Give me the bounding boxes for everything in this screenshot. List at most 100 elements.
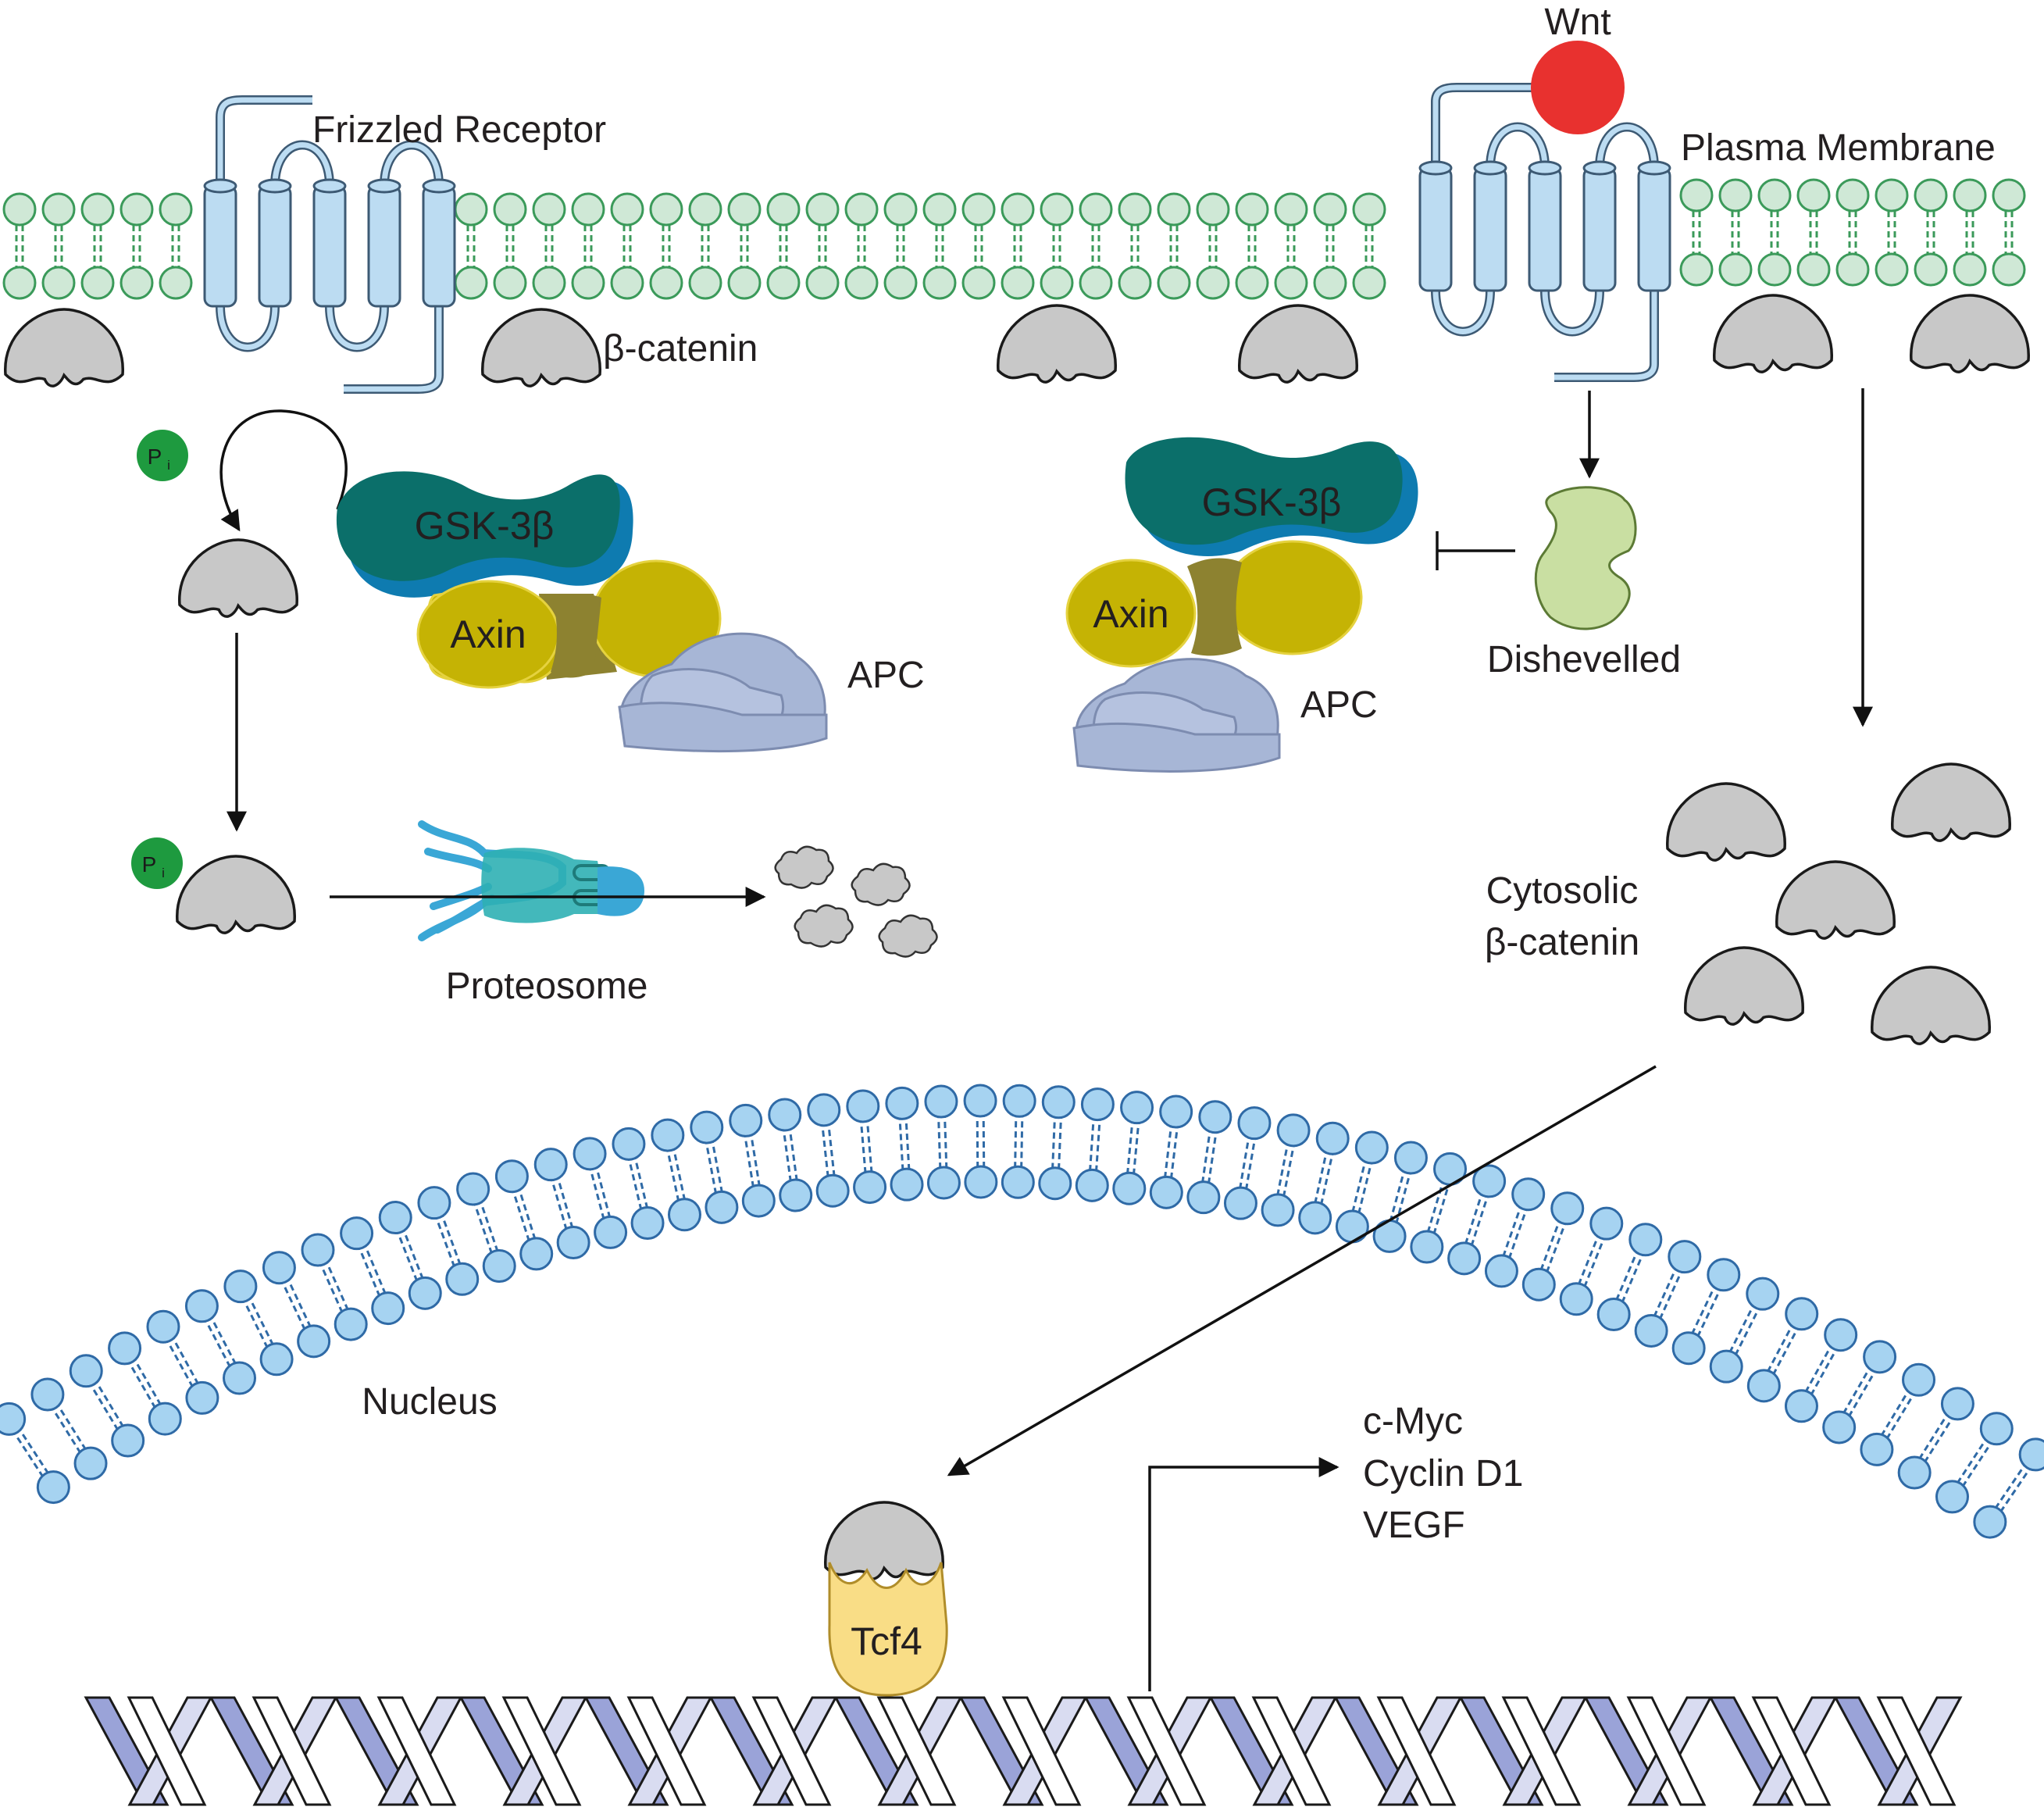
nuclear-lipid — [963, 1084, 998, 1199]
nuclear-lipid — [651, 1118, 701, 1232]
destruction-complex-right: GSK-3β Axin APC — [1065, 437, 1418, 773]
svg-text:i: i — [162, 866, 165, 880]
membrane-lipid — [961, 192, 996, 300]
nuclear-lipid — [846, 1089, 887, 1205]
membrane-lipid — [1040, 192, 1074, 300]
plasma-membrane-label: Plasma Membrane — [1681, 127, 1996, 169]
phosphate-bottom: P i — [131, 837, 183, 889]
nuclear-lipid — [1671, 1258, 1741, 1366]
nuclear-lipid — [223, 1269, 294, 1377]
nuclear-lipid — [456, 1172, 516, 1283]
nuclear-lipid — [807, 1093, 850, 1208]
membrane-lipid — [844, 192, 879, 300]
membrane-lipid — [571, 192, 605, 300]
membrane-lipid — [1679, 178, 1714, 287]
nuclear-lipid — [690, 1110, 739, 1224]
beta-catenin — [1871, 966, 1991, 1045]
target-gene-2: Cyclin D1 — [1363, 1453, 1523, 1494]
beta-catenin — [178, 538, 298, 618]
beta-catenin — [481, 308, 601, 387]
nuclear-lipid — [924, 1084, 961, 1200]
membrane-lipid — [922, 192, 957, 300]
frizzled-receptor — [203, 95, 456, 394]
phosphorylation-arc — [219, 409, 348, 532]
membrane-lipid — [610, 192, 644, 300]
nuclear-lipid — [0, 1402, 70, 1505]
dishevelled-label: Dishevelled — [1487, 639, 1681, 680]
tcf4-label: Tcf4 — [851, 1619, 922, 1663]
membrane-lipid — [1001, 192, 1035, 300]
beta-catenin — [997, 304, 1117, 384]
membrane-lipid — [1196, 192, 1230, 300]
beta-catenin — [824, 1501, 944, 1580]
beta-catenin — [1891, 762, 2011, 842]
nuclear-lipid — [1973, 1437, 2044, 1539]
beta-catenin — [4, 308, 124, 387]
membrane-lipid — [805, 192, 840, 300]
membrane-lipid — [1235, 192, 1269, 300]
membrane-lipid — [1079, 192, 1113, 300]
beta-catenin — [1684, 946, 1804, 1026]
beta-catenin — [1713, 294, 1833, 373]
dna-strand-white — [1626, 1696, 1707, 1806]
target-gene-3: VEGF — [1363, 1505, 1465, 1546]
nuclear-lipid — [30, 1377, 108, 1480]
nuclear-lipid — [1112, 1091, 1154, 1205]
svg-text:P: P — [148, 445, 162, 469]
nuclear-lipid — [378, 1201, 442, 1310]
dna-strand-white — [1501, 1696, 1582, 1806]
destruction-complex-left: GSK-3β Axin APC — [336, 471, 925, 753]
membrane-lipid — [1953, 178, 1987, 287]
frizzled-receptor — [1418, 83, 1671, 382]
dishevelled-shape — [1534, 486, 1637, 630]
nuclear-lipid — [1784, 1318, 1858, 1423]
nuclear-lipid — [1149, 1094, 1193, 1209]
gsk3b-left-label: GSK-3β — [415, 504, 555, 548]
nuclear-lipid — [1484, 1177, 1546, 1288]
nuclear-lipid — [1186, 1100, 1232, 1215]
nuclear-lipid — [533, 1148, 590, 1260]
beta-catenin — [1775, 860, 1896, 940]
beta-catenin — [1666, 782, 1786, 862]
nuclear-lipid — [1746, 1297, 1819, 1403]
beta-catenin-group — [4, 294, 2030, 1580]
nuclear-lipid — [69, 1354, 145, 1458]
nuclear-lipid — [1075, 1087, 1115, 1202]
nucleus-label: Nucleus — [362, 1381, 497, 1423]
nuclear-lipid — [417, 1186, 480, 1296]
svg-text:i: i — [167, 458, 170, 473]
membrane-lipid — [727, 192, 762, 300]
membrane-lipid — [1914, 178, 1948, 287]
membrane-lipid — [1757, 178, 1792, 287]
membrane-lipid — [1992, 178, 2026, 287]
cytosolic-label-line2: β-catenin — [1485, 922, 1639, 963]
dna-strand-white — [501, 1696, 582, 1806]
tcf4 — [828, 1562, 948, 1697]
wnt-label: Wnt — [1544, 2, 1611, 43]
dna-strand-white — [626, 1696, 707, 1806]
membrane-lipid — [649, 192, 683, 300]
membrane-lipid — [41, 192, 76, 300]
axin-left-label: Axin — [450, 612, 526, 656]
nuclear-lipid — [885, 1086, 924, 1202]
wnt-ligand — [1531, 41, 1625, 134]
beta-catenin — [1238, 304, 1358, 384]
membrane-lipid — [120, 192, 154, 300]
dna-strand-white — [876, 1696, 957, 1806]
nuclear-lipid — [1559, 1206, 1624, 1316]
apc-right-label: APC — [1300, 684, 1378, 726]
axin-right-label: Axin — [1093, 592, 1168, 636]
membrane-lipid — [1352, 192, 1386, 300]
nuclear-lipid — [184, 1289, 257, 1395]
gsk3b-right-label: GSK-3β — [1202, 480, 1342, 524]
dna-strand-white — [1751, 1696, 1832, 1806]
dna-strand-white — [127, 1696, 207, 1806]
nuclear-lipid — [301, 1233, 368, 1341]
proteosome-label: Proteosome — [446, 966, 648, 1007]
svg-text:P: P — [142, 852, 157, 877]
membrane-lipid — [883, 192, 918, 300]
nuclear-lipid — [494, 1159, 554, 1271]
plasma-membrane — [2, 178, 2026, 300]
nuclear-envelope — [0, 1084, 2044, 1539]
